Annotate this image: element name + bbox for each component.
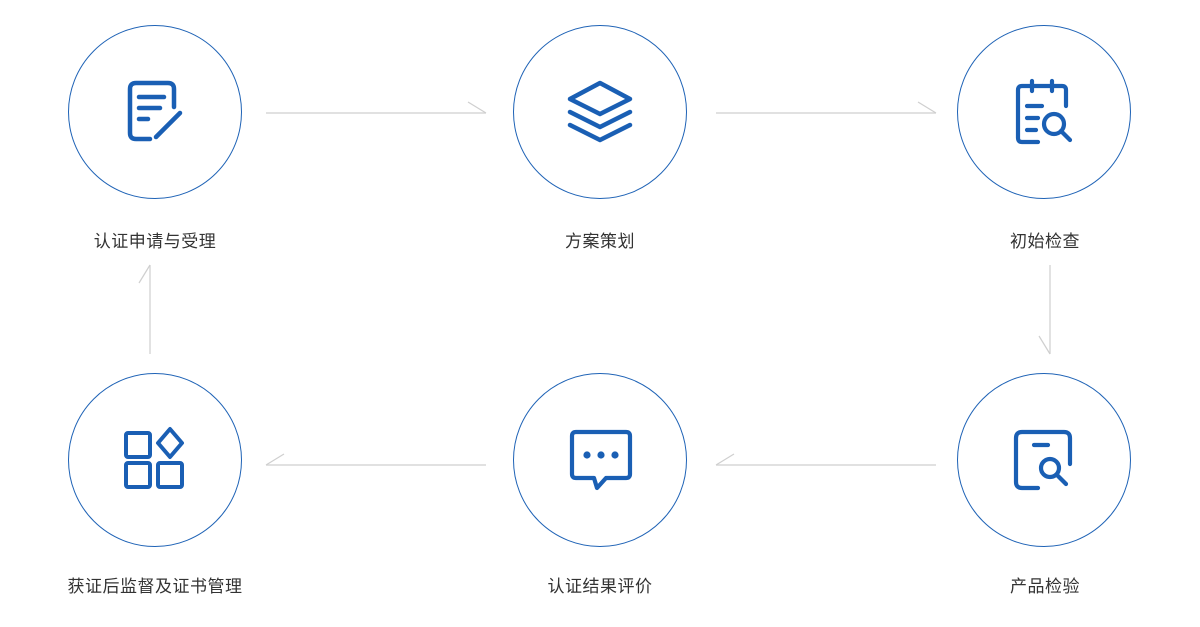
arrow-1-to-2 [266, 101, 487, 114]
arrow-2-to-3 [716, 101, 937, 114]
step-circle-2 [513, 25, 687, 199]
step-label-5: 认证结果评价 [547, 577, 653, 597]
step-label-3: 初始检查 [1010, 232, 1080, 252]
step-circle-1 [68, 25, 242, 199]
step-label-1: 认证申请与受理 [93, 232, 217, 252]
arrow-4-to-5 [715, 453, 936, 466]
arrow-3-to-4 [1038, 265, 1051, 355]
step-label-2: 方案策划 [565, 232, 635, 252]
document-search-icon [1013, 429, 1073, 491]
chat-bubble-icon [569, 429, 633, 491]
step-label-4: 产品检验 [1010, 577, 1080, 597]
step-label-6: 获证后监督及证书管理 [67, 577, 243, 597]
step-circle-3 [957, 25, 1131, 199]
form-edit-icon [127, 80, 183, 142]
layers-icon [567, 80, 633, 143]
clipboard-search-icon [1015, 78, 1073, 145]
arrow-5-to-6 [265, 453, 486, 466]
step-circle-6 [68, 373, 242, 547]
apps-grid-icon [124, 427, 184, 489]
step-circle-4 [957, 373, 1131, 547]
step-circle-5 [513, 373, 687, 547]
arrow-6-to-1 [138, 264, 151, 354]
